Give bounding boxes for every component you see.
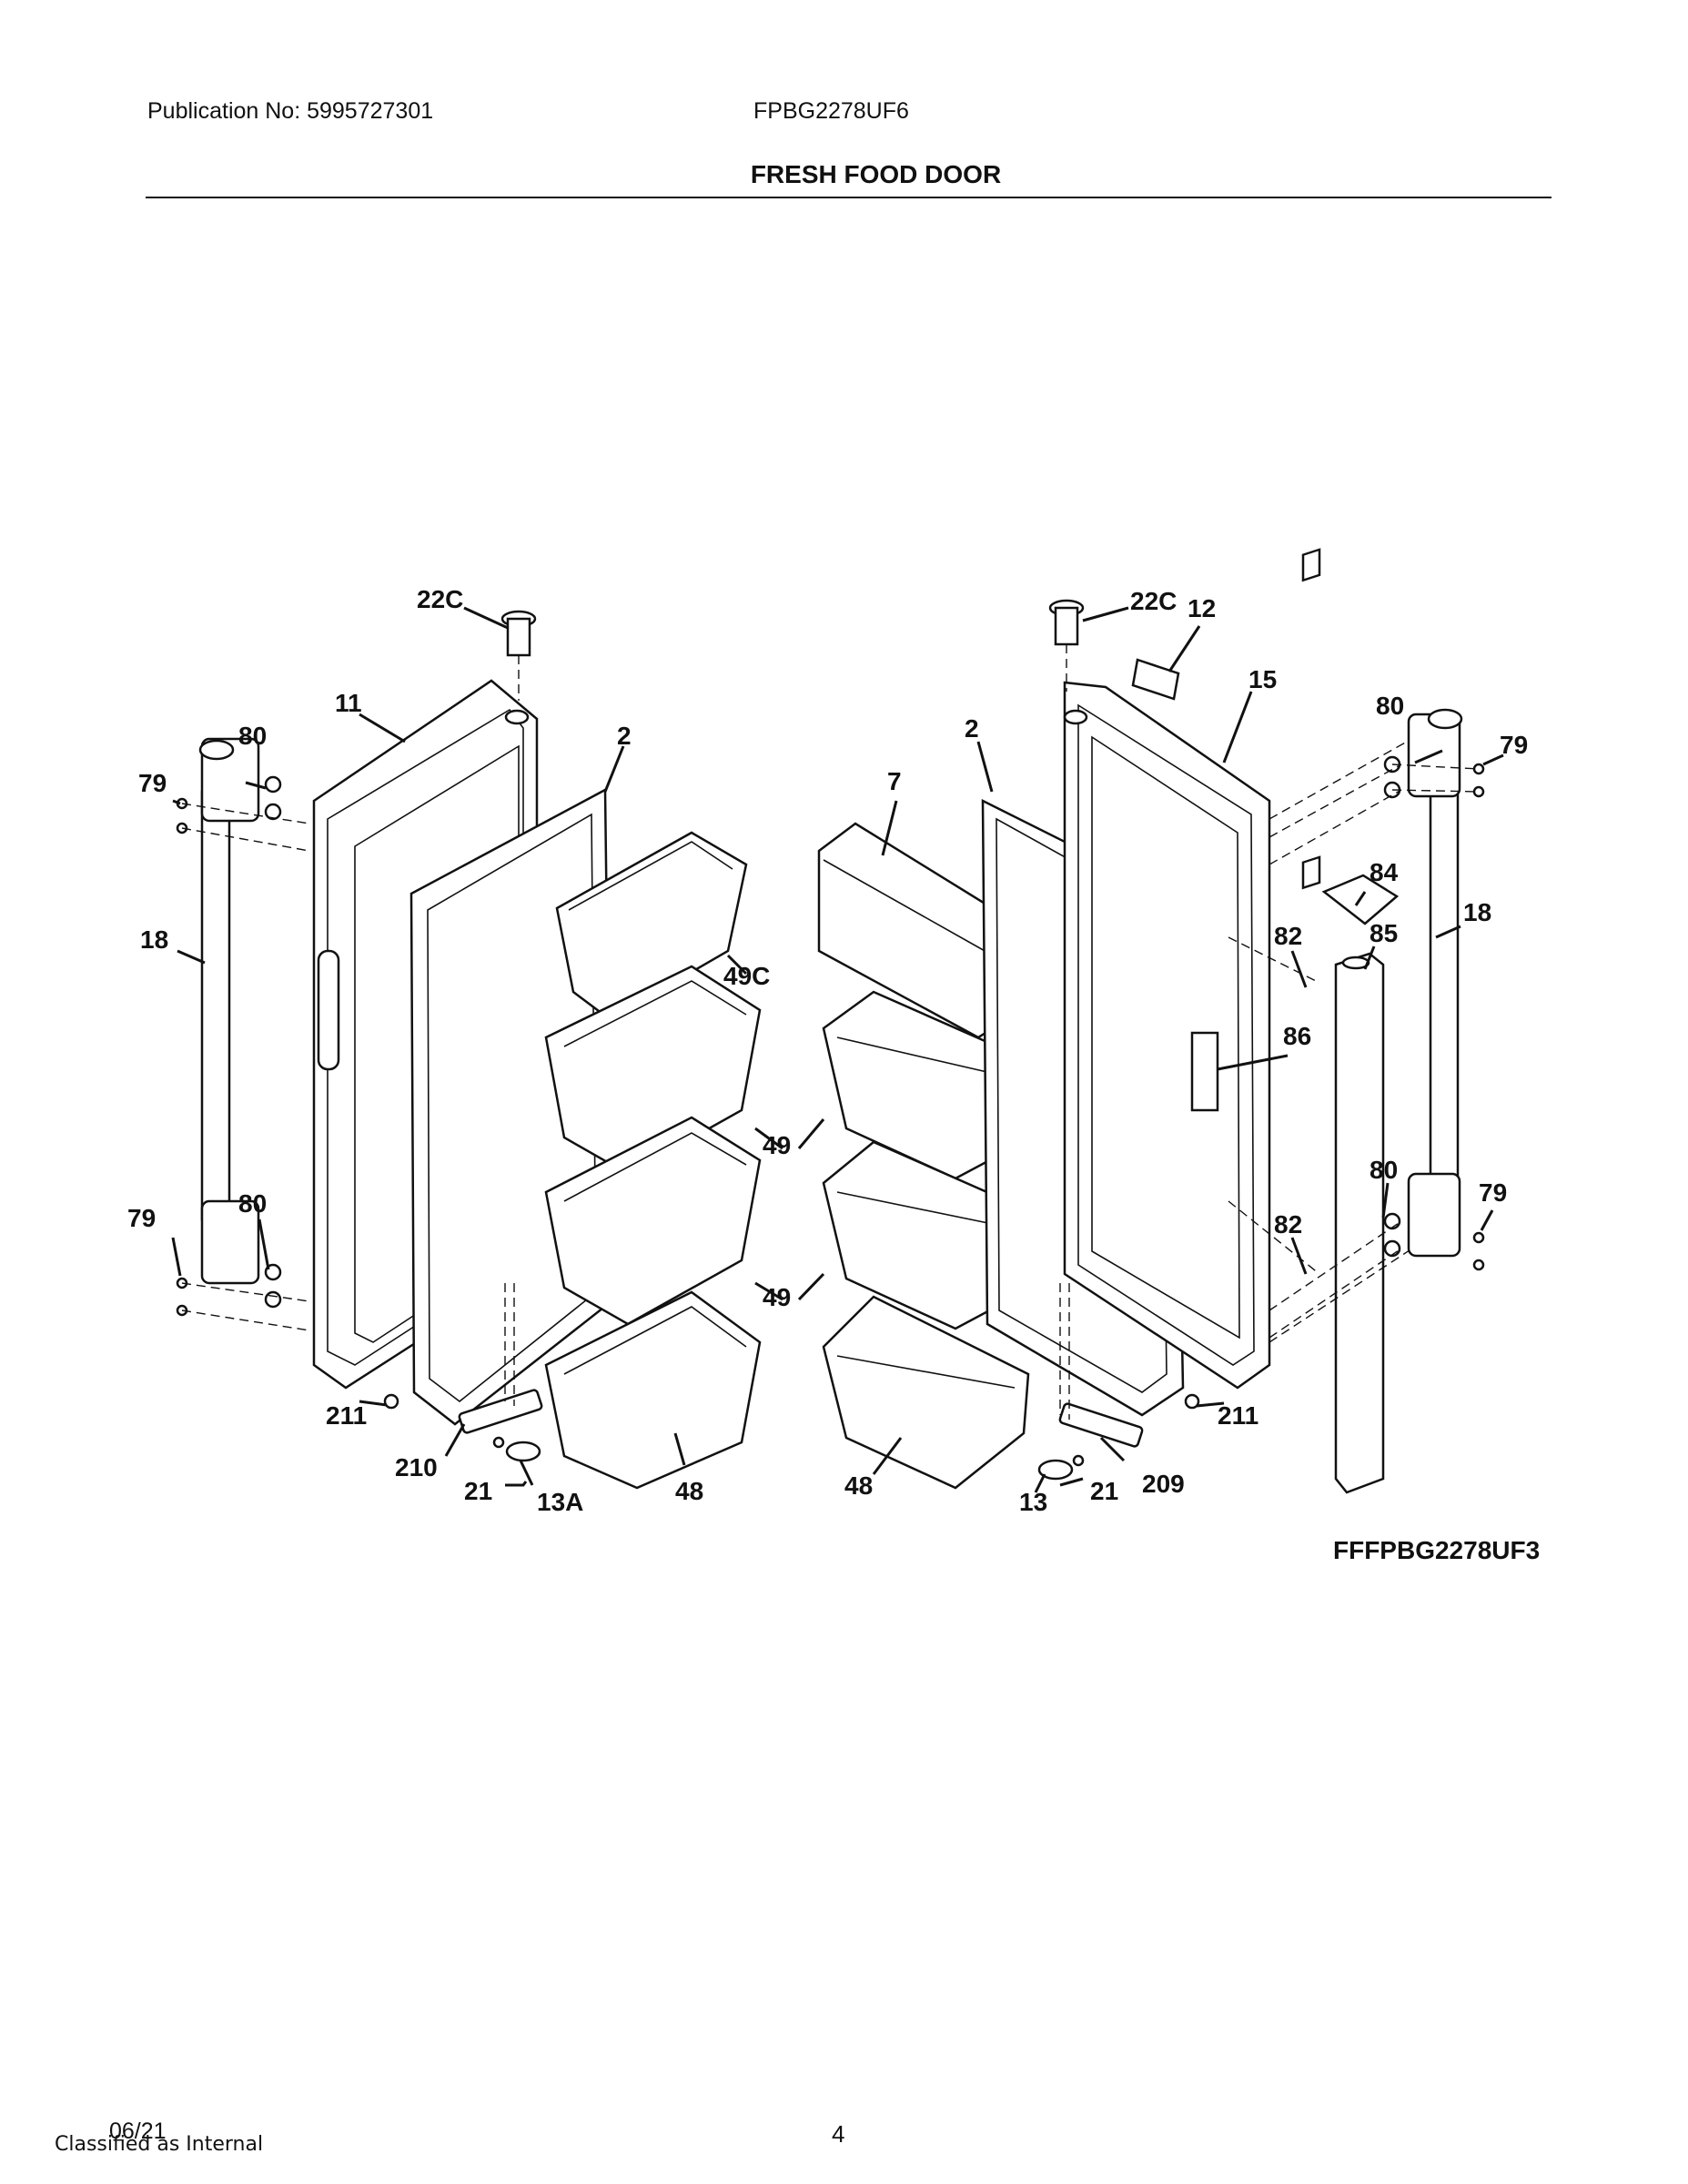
callout-80-bottom-right: 80	[1370, 1156, 1398, 1184]
right-handle	[1407, 708, 1463, 1258]
callout-85: 85	[1370, 919, 1398, 947]
publication-number: Publication No: 5995727301	[147, 98, 434, 124]
callout-80-top-right: 80	[1376, 692, 1404, 720]
right-bottom-hinge	[1037, 1283, 1200, 1481]
right-top-plug	[1048, 599, 1180, 701]
callout-7: 7	[887, 767, 902, 795]
left-bin-49-mid	[544, 1116, 762, 1326]
left-bin-48	[544, 1290, 762, 1490]
callout-48-right: 48	[844, 1471, 873, 1500]
callout-211-right: 211	[1218, 1401, 1258, 1430]
callout-211-left: 211	[326, 1401, 367, 1430]
left-bottom-hinge	[383, 1283, 543, 1462]
callout-82-bottom: 82	[1274, 1210, 1302, 1239]
callout-2-left: 2	[617, 722, 632, 750]
callout-2-right: 2	[965, 714, 979, 743]
left-handle	[198, 737, 260, 1285]
left-bin-49-top	[544, 965, 762, 1176]
page-number: 4	[832, 2120, 845, 2148]
footer-date: 06/21	[109, 2118, 167, 2144]
left-top-plug	[500, 610, 537, 701]
right-trim-strip	[1228, 548, 1416, 1494]
callout-80-top-left: 80	[238, 722, 267, 750]
callout-49-a: 49	[763, 1131, 791, 1159]
callout-13a: 13A	[537, 1488, 583, 1516]
figure-id: FFFPBG2278UF3	[1333, 1536, 1541, 1564]
callout-79-top-right: 79	[1500, 731, 1528, 759]
callout-86: 86	[1283, 1022, 1311, 1050]
callout-12: 12	[1188, 594, 1216, 622]
callout-82-top: 82	[1274, 922, 1302, 950]
callout-21-right: 21	[1090, 1477, 1118, 1505]
callout-22c-left: 22C	[417, 585, 463, 613]
right-handle-screws	[1269, 755, 1485, 1339]
callout-labels: 22C 22C 12 11 15 2 2 7 80 79 80 79 18 18…	[127, 585, 1528, 1516]
callout-18-left: 18	[140, 925, 168, 954]
callout-13: 13	[1019, 1488, 1047, 1516]
right-door	[1063, 681, 1271, 1390]
section-title: FRESH FOOD DOOR	[750, 160, 1002, 188]
left-bin-49c	[555, 831, 748, 1021]
callout-209: 209	[1142, 1470, 1185, 1498]
callout-leaders	[171, 606, 1504, 1493]
right-bin-48	[822, 1295, 1030, 1490]
model-number: FPBG2278UF6	[753, 98, 909, 124]
callout-18-right: 18	[1463, 898, 1491, 926]
right-bin-49-mid	[822, 1140, 1030, 1330]
callout-79-top-left: 79	[138, 769, 167, 797]
callout-210: 210	[395, 1453, 438, 1481]
callout-79-bottom-right: 79	[1479, 1178, 1507, 1207]
footer-classification: Classified as Internal	[55, 2133, 264, 2156]
callout-49-b: 49	[763, 1283, 791, 1311]
header-rule	[146, 197, 1552, 198]
callout-49c: 49C	[723, 962, 770, 990]
callout-21-left: 21	[464, 1477, 492, 1505]
callout-80-bottom-left: 80	[238, 1189, 267, 1218]
callout-84: 84	[1370, 858, 1399, 886]
left-handle-screws	[176, 775, 310, 1331]
callout-79-bottom-left: 79	[127, 1204, 156, 1232]
callout-11: 11	[335, 689, 362, 717]
callout-22c-right: 22C	[1130, 587, 1177, 615]
callout-48-left: 48	[675, 1477, 703, 1505]
callout-15: 15	[1248, 665, 1277, 693]
